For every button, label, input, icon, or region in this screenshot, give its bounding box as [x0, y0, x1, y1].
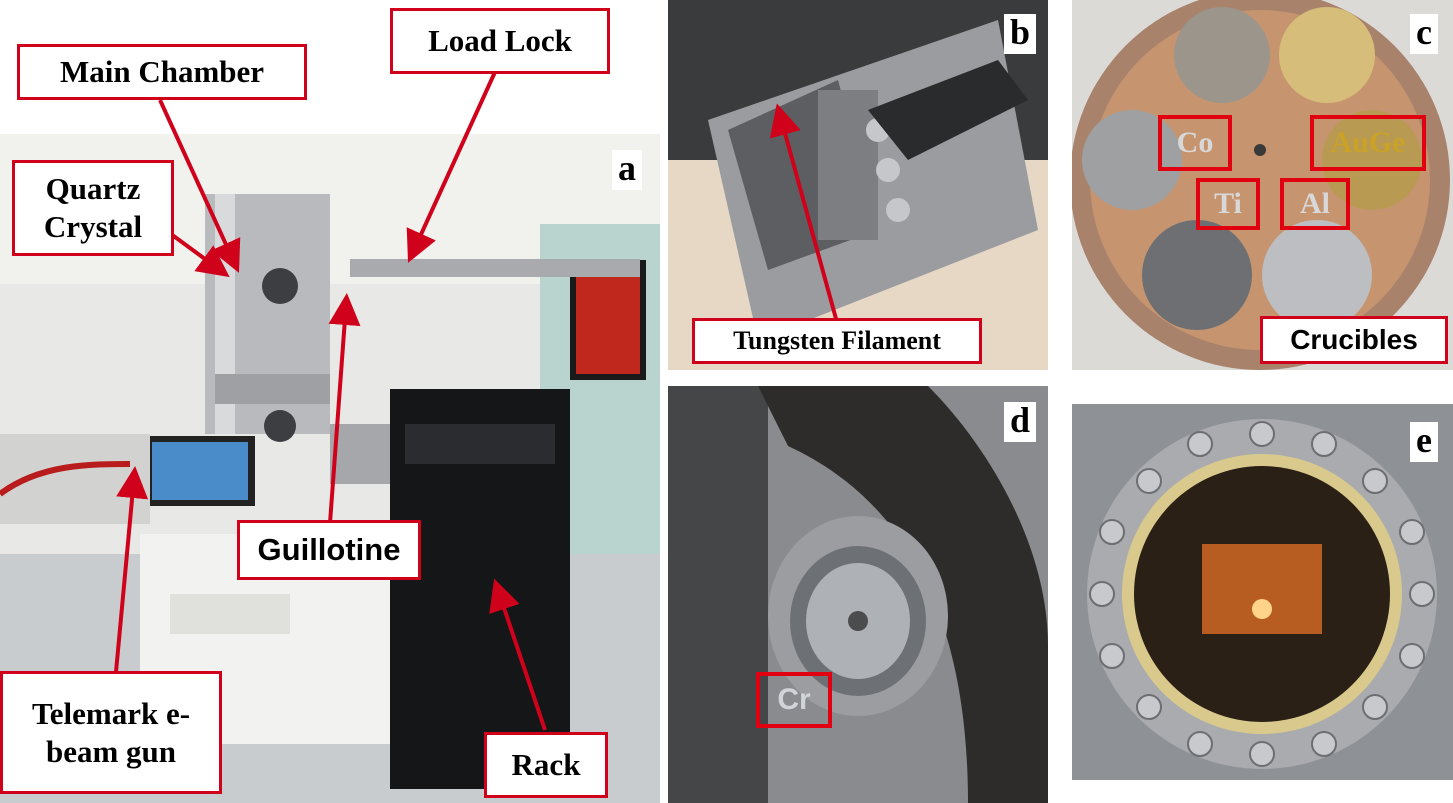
- material-tag-co: Co: [1158, 115, 1232, 171]
- callout-tungsten-filament: Tungsten Filament: [692, 318, 982, 364]
- panel-label-a: a: [612, 150, 642, 190]
- viewport-illustration: [1072, 404, 1453, 780]
- panel-label-e: e: [1410, 422, 1438, 462]
- callout-rack: Rack: [484, 732, 608, 798]
- crucible-carousel-illustration: [1072, 0, 1453, 370]
- panel-d-photo: [668, 386, 1048, 803]
- callout-guillotine: Guillotine: [237, 520, 421, 580]
- filament-photo-illustration: [668, 0, 1048, 370]
- material-tag-cr: Cr: [756, 672, 832, 728]
- panel-label-c: c: [1410, 14, 1438, 54]
- panel-c-photo: [1072, 0, 1453, 370]
- callout-main-chamber: Main Chamber: [17, 44, 307, 100]
- material-tag-auge: AuGe: [1310, 115, 1426, 171]
- material-tag-ti: Ti: [1196, 178, 1260, 230]
- callout-crucibles: Crucibles: [1260, 316, 1448, 364]
- callout-load-lock: Load Lock: [390, 8, 610, 74]
- panel-label-d: d: [1004, 402, 1037, 442]
- panel-e-photo: [1072, 404, 1453, 780]
- callout-telemark: Telemark e-beam gun: [0, 671, 222, 794]
- callout-quartz-crystal: Quartz Crystal: [12, 160, 174, 256]
- panel-label-b: b: [1004, 14, 1037, 54]
- panel-b-photo: [668, 0, 1048, 370]
- material-tag-al: Al: [1280, 178, 1350, 230]
- cr-crucible-illustration: [668, 386, 1048, 803]
